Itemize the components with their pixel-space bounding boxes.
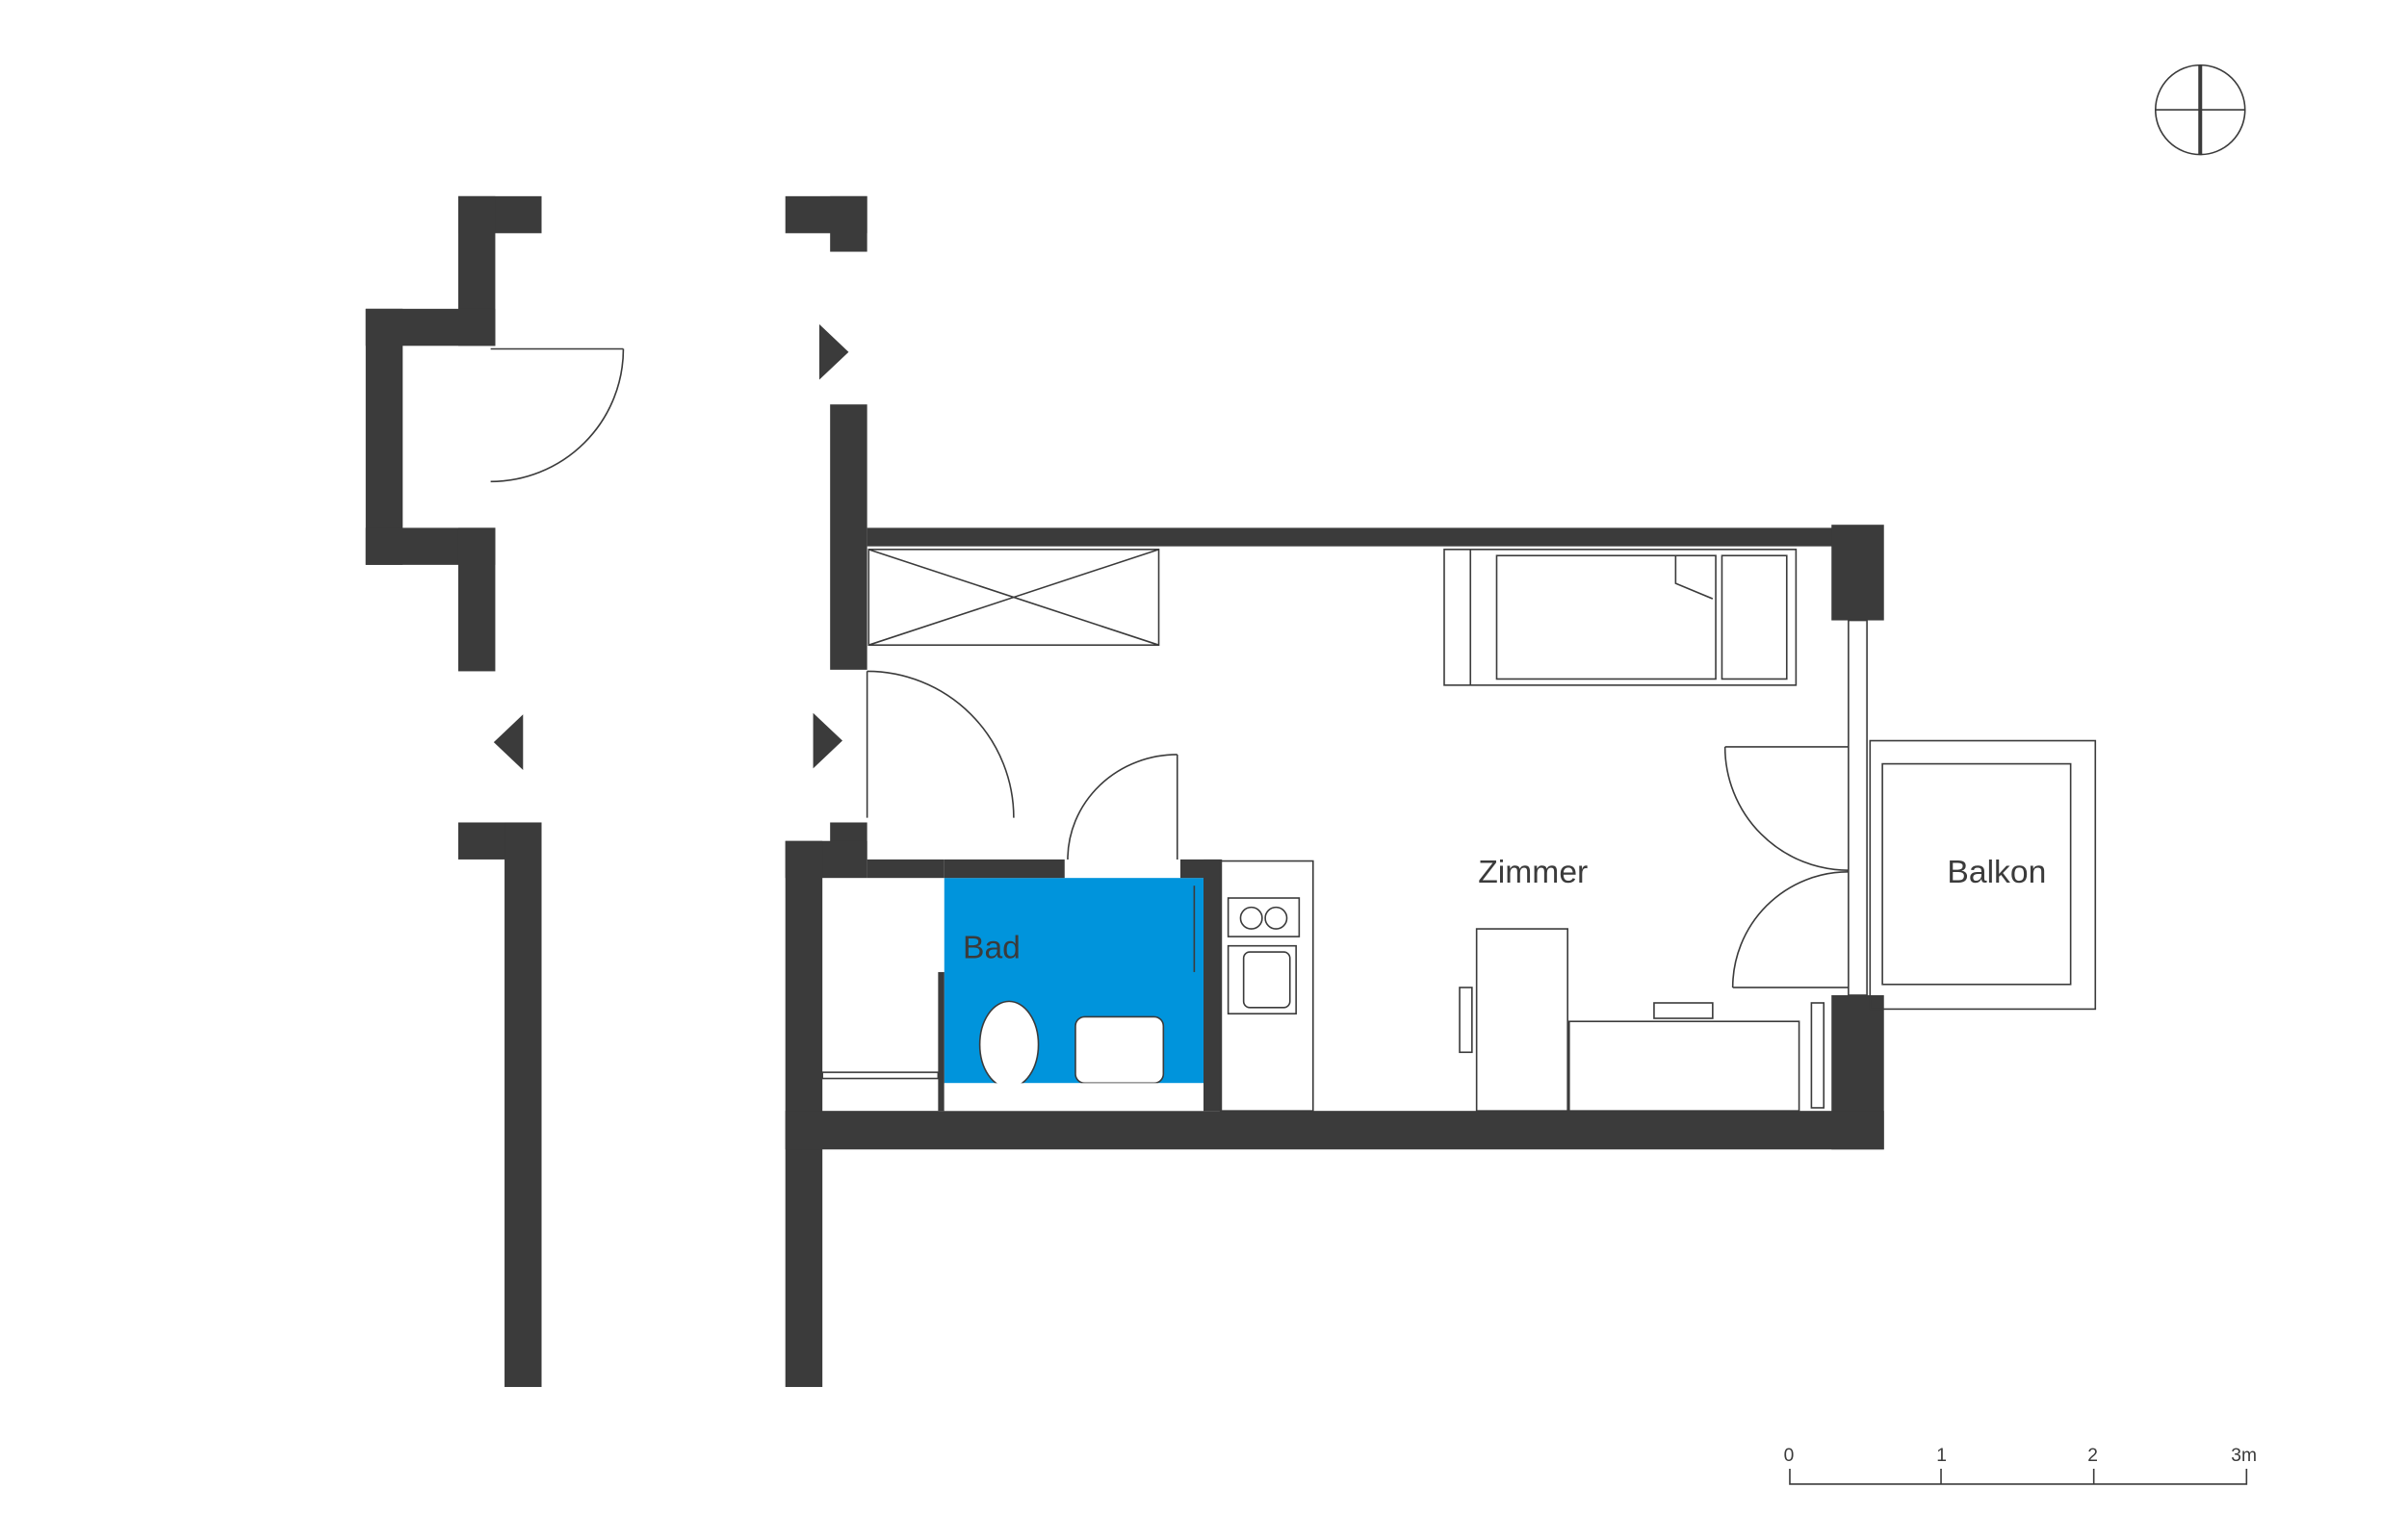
direction-arrow-icon <box>493 714 524 770</box>
washbasin <box>1074 1015 1165 1085</box>
room-label-bad: Bad <box>963 931 1021 966</box>
entrance-arrow-icon <box>818 323 849 380</box>
corridor-right-wall <box>785 195 867 1388</box>
stove <box>1227 897 1301 937</box>
desk <box>1459 928 1825 1112</box>
toilet <box>978 1000 1040 1089</box>
entry-door <box>866 670 1015 818</box>
scale-tick-3: 3m <box>2231 1446 2257 1466</box>
north-arrow-icon <box>2154 64 2246 156</box>
scale-tick-0: 0 <box>1784 1446 1795 1466</box>
scale-tick-1: 1 <box>1936 1446 1947 1466</box>
balcony <box>1869 739 2097 1011</box>
kitchenette <box>1219 860 1314 1112</box>
scale-bar: 0 1 2 3m <box>1784 1446 2257 1485</box>
scale-tick-2: 2 <box>2087 1446 2098 1466</box>
room-label-zimmer: Zimmer <box>1478 855 1588 890</box>
apartment-walls <box>785 525 1884 1150</box>
corridor-door <box>490 347 625 483</box>
wardrobe <box>867 549 1160 646</box>
room-label-balkon: Balkon <box>1947 855 2046 890</box>
balcony-door <box>1723 619 1868 996</box>
entrance-arrow-icon <box>813 712 842 769</box>
kitchen-sink <box>1227 944 1297 1015</box>
corridor-left-wall <box>365 195 542 1388</box>
bathroom-fixtures <box>821 886 1204 1112</box>
bed <box>1443 549 1798 686</box>
bathroom-door <box>1067 754 1178 860</box>
